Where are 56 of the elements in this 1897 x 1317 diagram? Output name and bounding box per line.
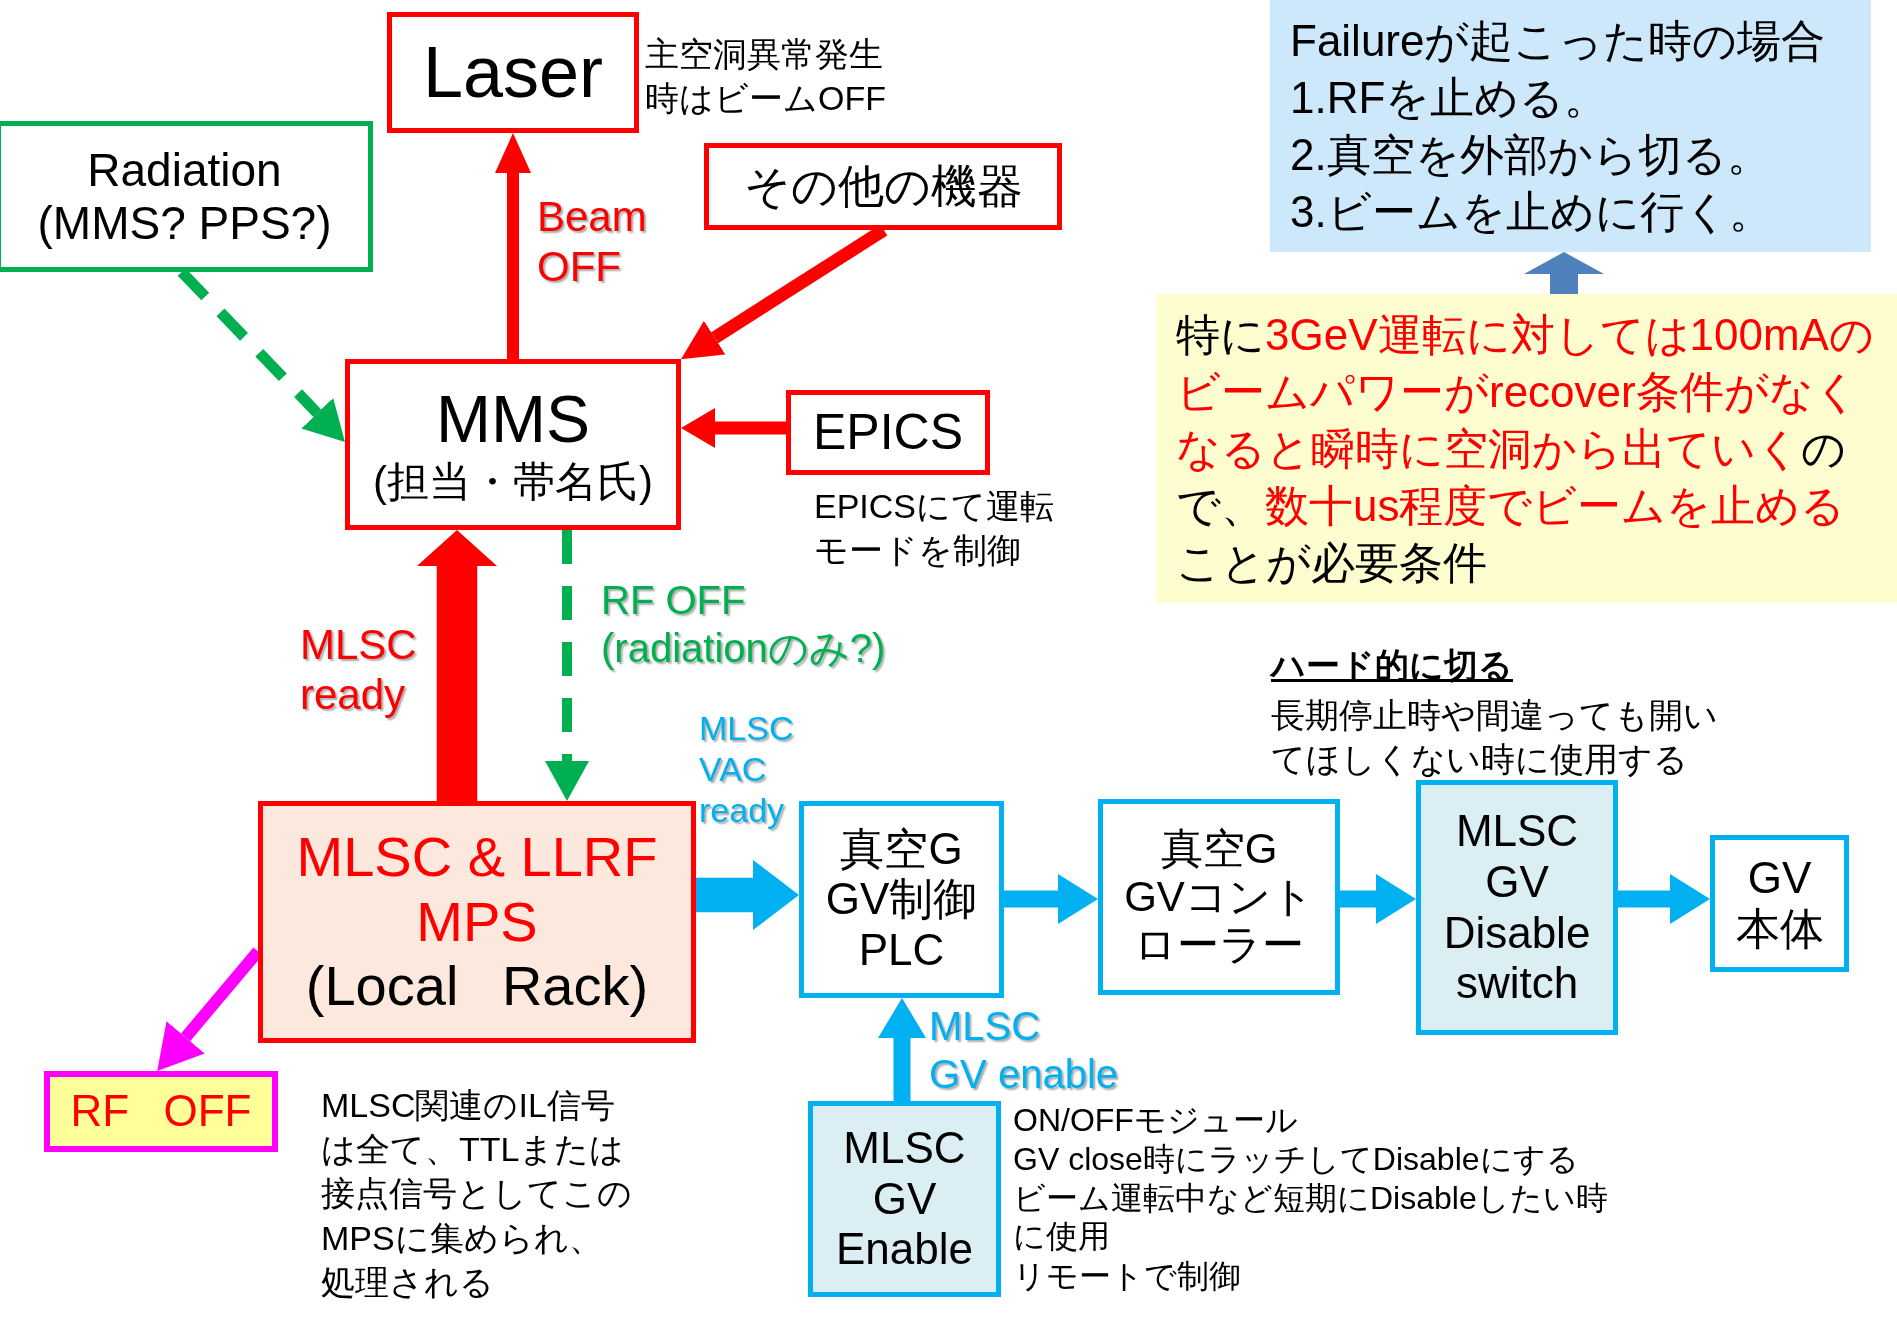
node-label: MLSC GV Enable xyxy=(836,1123,973,1275)
note-text: Failureが起こった時の場合 xyxy=(1290,14,1826,67)
annotation-text: ビーム運転中など短期にDisableしたい時に使用 xyxy=(1013,1179,1609,1256)
arrow xyxy=(1340,874,1416,924)
valve-box xyxy=(1710,835,1849,972)
source-box xyxy=(0,121,373,272)
annotation-text: 長期停止時や間違っても開いてほしくない時に使用する xyxy=(1271,695,1719,781)
system-box xyxy=(786,390,990,475)
node-label: GV 本体 xyxy=(1735,852,1824,955)
controller-box xyxy=(799,801,1004,998)
node-sublabel: (担当・帯名氏) xyxy=(373,458,653,507)
node-label: EPICS xyxy=(812,403,964,462)
note-box xyxy=(1270,0,1871,252)
node-label: その他の機器 xyxy=(743,160,1023,213)
note-text: 1.RFを止める。 xyxy=(1290,71,1609,124)
arrow xyxy=(1004,874,1098,924)
edge-label: RF OFF (radiationのみ?) xyxy=(601,577,886,672)
annotation-text: GV close時にラッチしてDisableにする xyxy=(1013,1140,1579,1179)
node-label: MLSC GV Disable switch xyxy=(1443,806,1591,1009)
arrow xyxy=(681,408,786,448)
annotation-text: EPICSにて運転モードを制御 xyxy=(814,486,1056,572)
annotation-text: リモートで制御 xyxy=(1013,1257,1241,1296)
node-sublabel: (Local Rack) xyxy=(305,954,649,1019)
switch-box xyxy=(1416,780,1618,1035)
arrow xyxy=(417,530,497,801)
rack-box xyxy=(258,801,696,1043)
arrow xyxy=(696,860,799,930)
annotation-text: ハード的に切る xyxy=(1271,645,1513,686)
annotation-text: MLSC関連のIL信号は全て、TTLまたは接点信号としてこのMPSに集められ、処理される xyxy=(321,1085,633,1303)
note-text: 3.ビームを止めに行く。 xyxy=(1290,186,1773,239)
edge-label: MLSC GV enable xyxy=(929,1003,1119,1098)
device-box xyxy=(387,12,639,133)
output-box xyxy=(44,1071,278,1152)
node-label: 真空G GV制御 PLC xyxy=(825,823,978,976)
device-box xyxy=(704,143,1062,230)
node-label: 真空G GVコントローラー xyxy=(1123,824,1315,970)
note-text: 2.真空を外部から切る。 xyxy=(1290,129,1771,181)
system-box xyxy=(345,359,681,530)
node-label: Radiation (MMS? PPS?) xyxy=(37,143,332,250)
node-label: RF OFF xyxy=(70,1086,252,1137)
node-label: MLSC & LLRF MPS xyxy=(296,825,658,955)
switch-box xyxy=(808,1101,1001,1297)
note-text: 特に3GeV運転に対しては100mAのビームパワーがrecover条件がなくなると瞬時に空洞から出ていくので、数十us程度でビームを止めることが必要条件 xyxy=(1176,308,1875,590)
arrow xyxy=(1618,874,1710,924)
arrow xyxy=(495,133,531,359)
annotation-text: ON/OFFモジュール xyxy=(1013,1101,1298,1140)
arrow xyxy=(545,530,589,801)
node-label: Laser xyxy=(422,31,604,114)
edge-label: MLSC VAC ready xyxy=(699,708,794,831)
arrow xyxy=(878,998,926,1101)
edge-label: Beam OFF xyxy=(537,192,647,293)
controller-box xyxy=(1098,799,1340,995)
edge-label: MLSC ready xyxy=(300,620,417,721)
node-label: MMS xyxy=(436,382,590,459)
annotation-text: 主空洞異常発生時はビームOFF xyxy=(645,34,887,120)
arrow xyxy=(1524,252,1604,294)
